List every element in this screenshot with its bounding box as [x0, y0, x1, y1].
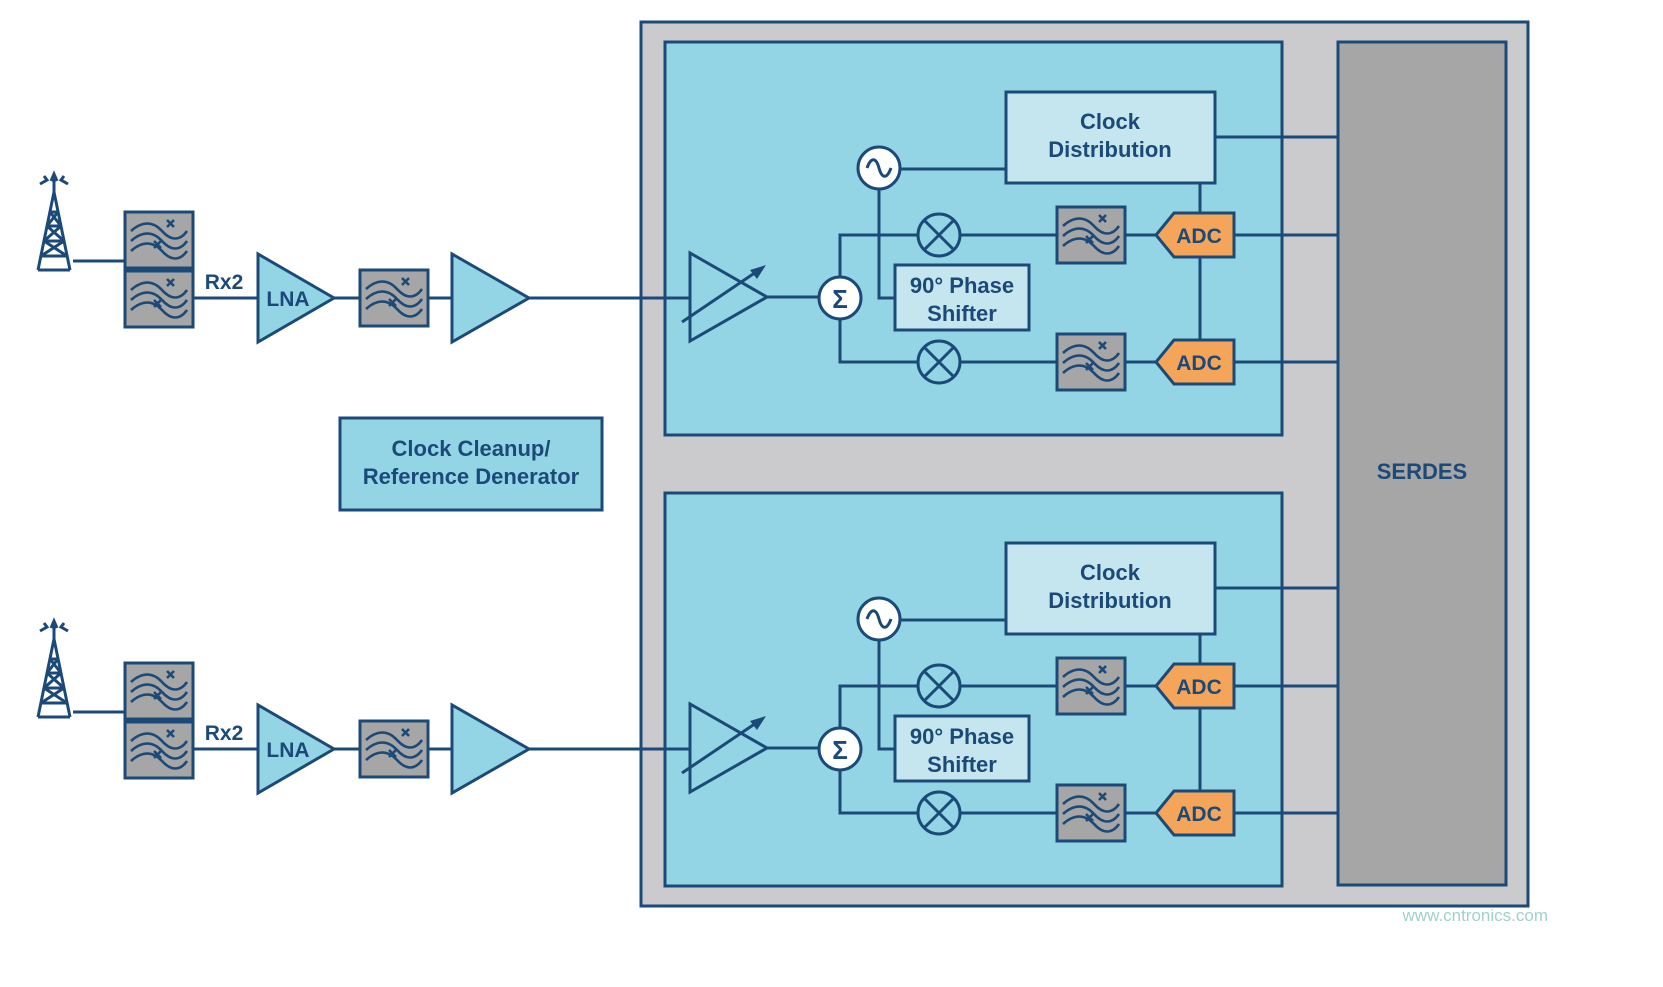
clock-cleanup-label-line1: Clock Cleanup/ [392, 436, 551, 461]
mixer-q-icon [916, 790, 962, 836]
band-filter-lower-icon [123, 720, 195, 780]
band-filter-upper-icon [123, 210, 195, 270]
mixer-q-icon [916, 339, 962, 385]
phase-shifter-label-line2: Shifter [927, 752, 997, 777]
phase-shifter-box [893, 263, 1031, 332]
band-filter-lower-icon [123, 269, 195, 329]
filter-q-icon [1055, 332, 1127, 392]
clock-distribution-label-line2: Distribution [1048, 137, 1171, 162]
clock-distribution-label-line1: Clock [1080, 560, 1141, 585]
serdes-label: SERDES [1377, 459, 1467, 484]
phase-shifter-box [893, 714, 1031, 783]
vga-arrow-icon [681, 266, 763, 324]
channel-top: Rx2 LNA Σ Clock Distribution 90° Phase S… [36, 40, 1338, 437]
variable-gain-amplifier [688, 250, 771, 344]
filter-i-icon [1055, 205, 1127, 265]
lna-amplifier [256, 251, 337, 345]
sum-symbol: Σ [832, 735, 848, 765]
rx2-label: Rx2 [205, 722, 244, 745]
clock-distribution-box [1004, 541, 1217, 636]
interstage-filter-icon [358, 719, 430, 779]
mixer-i-icon [916, 212, 962, 258]
clock-distribution-box [1004, 90, 1217, 185]
adc-i-label: ADC [1176, 225, 1222, 248]
interstage-filter-icon [358, 268, 430, 328]
phase-shifter-label-line1: 90° Phase [910, 724, 1014, 749]
filter-q-icon [1055, 783, 1127, 843]
adc-q-label: ADC [1176, 803, 1222, 826]
filter-i-icon [1055, 656, 1127, 716]
clock-cleanup-label-line2: Reference Denerator [363, 464, 580, 489]
oscillator-icon [856, 596, 902, 642]
phase-shifter-label-line1: 90° Phase [910, 273, 1014, 298]
serdes-block [1336, 40, 1508, 887]
phase-shifter-label-line2: Shifter [927, 301, 997, 326]
lna-label: LNA [266, 288, 309, 311]
driver-amplifier [450, 251, 533, 345]
adc-i-label: ADC [1176, 676, 1222, 699]
sum-symbol: Σ [832, 284, 848, 314]
watermark: www.cntronics.com [1402, 906, 1548, 925]
adc-q-label: ADC [1176, 352, 1222, 375]
vga-arrow-icon [681, 717, 763, 775]
channel-bottom: Rx2 LNA Σ Clock Distribution 90° Phase S… [36, 491, 1338, 888]
variable-gain-amplifier [688, 701, 771, 795]
antenna-tower-icon [36, 619, 72, 719]
antenna-tower-icon [36, 172, 72, 272]
driver-amplifier [450, 702, 533, 796]
rx2-label: Rx2 [205, 271, 244, 294]
lna-label: LNA [266, 739, 309, 762]
mixer-i-icon [916, 663, 962, 709]
clock-cleanup-box [338, 416, 604, 512]
lna-amplifier [256, 702, 337, 796]
clock-distribution-label-line1: Clock [1080, 109, 1141, 134]
band-filter-upper-icon [123, 661, 195, 721]
clock-distribution-label-line2: Distribution [1048, 588, 1171, 613]
oscillator-icon [856, 145, 902, 191]
